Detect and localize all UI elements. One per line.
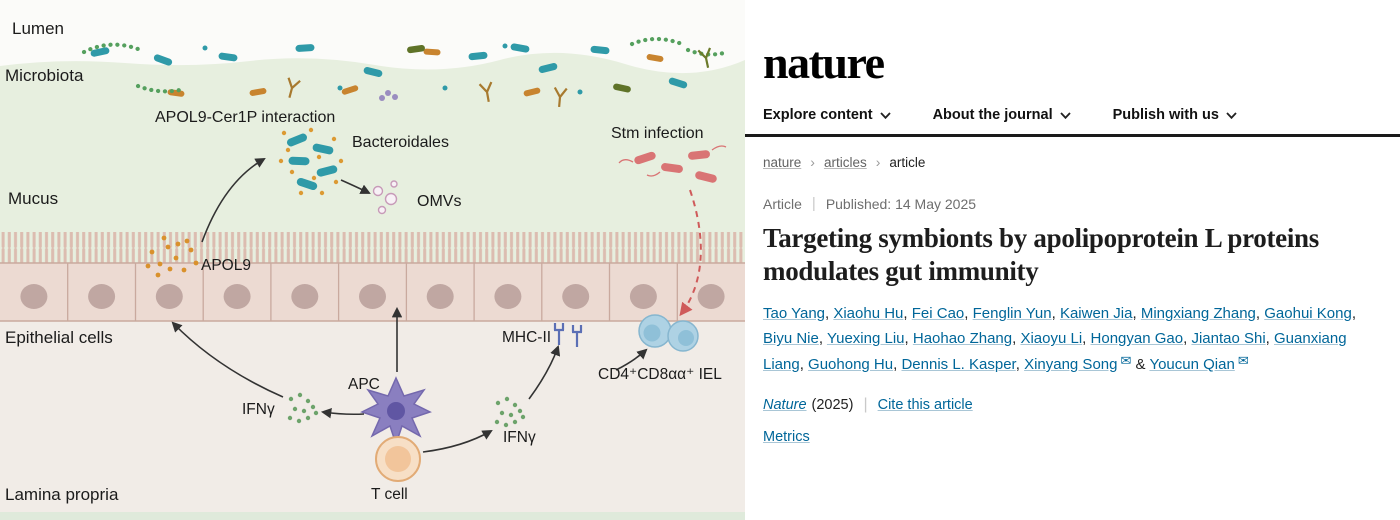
breadcrumb-current: article [889,154,926,170]
author-link[interactable]: Jiantao Shi [1191,330,1266,348]
label-iel: CD4⁺CD8αα⁺ IEL [598,366,722,383]
nav-about-journal-label: About the journal [932,107,1053,123]
label-bacteroidales: Bacteroidales [352,134,449,151]
ifng-cluster-left [287,392,319,424]
breadcrumb-nature[interactable]: nature [763,154,802,170]
stm-infection-arrow [679,189,702,317]
stm-bacteria [618,145,727,183]
meta-separator: | [811,195,816,212]
mucus-region [0,52,745,264]
article-type: Article [763,195,802,212]
apol9-particles [145,235,199,278]
figure-artwork [0,36,745,520]
label-mucus: Mucus [8,189,59,208]
citation-year: (2025) [811,397,854,414]
author-link[interactable]: Haohao Zhang [912,330,1013,348]
citation-separator: | [863,396,868,414]
nature-logo[interactable]: nature [763,37,885,88]
pathway-arrows [171,157,648,453]
nav-divider [745,134,1400,137]
chevron-down-icon [1226,111,1237,119]
email-icon[interactable]: ✉ [1120,352,1132,368]
nav-about-journal[interactable]: About the journal [933,107,1071,123]
author-link[interactable]: Fenglin Yun [972,304,1052,322]
label-ifng-left: IFNγ [242,401,275,418]
label-apol9-cer1p: APOL9-Cer1P interaction [155,109,336,126]
author-link[interactable]: Gaohui Kong [1264,304,1352,322]
published-date: 14 May 2025 [895,195,977,212]
chevron-down-icon [1059,111,1071,119]
article-panel: nature Explore content About the journal… [745,0,1400,520]
nav-publish-with-us-label: Publish with us [1112,107,1219,123]
label-mhc2: MHC-II [502,329,552,346]
main-nav: Explore content About the journal Publis… [763,107,1374,123]
nav-explore-content[interactable]: Explore content [763,107,891,123]
chevron-down-icon [879,111,891,119]
breadcrumb-articles[interactable]: articles [823,154,867,170]
author-link[interactable]: Biyu Nie [763,330,819,348]
author-link[interactable]: Xinyang Song [1024,355,1118,373]
author-link[interactable]: Xiaoyu Li [1020,330,1083,348]
breadcrumb-separator: › [810,154,815,170]
author-link[interactable]: Guohong Hu [808,355,894,373]
author-link[interactable]: Xiaohu Hu [833,304,904,322]
author-link[interactable]: Hongyan Gao [1090,330,1184,348]
microbiota-bacteria [81,36,727,108]
author-link[interactable]: Dennis L. Kasper [901,355,1016,373]
label-epithelial-cells: Epithelial cells [5,328,113,347]
metrics-row: Metrics [763,429,1374,445]
mhc2-icons [553,323,583,347]
metrics-link[interactable]: Metrics [763,429,810,446]
email-icon[interactable]: ✉ [1237,352,1249,368]
author-link[interactable]: Yuexing Liu [826,330,905,348]
author-link[interactable]: Tao Yang [763,304,825,322]
citation-line: Nature (2025) | Cite this article [763,396,1374,414]
epithelial-cell-band [0,262,745,322]
brush-border [0,232,745,263]
author-ampersand: & [1131,355,1150,373]
label-apc: APC [348,376,380,393]
label-lamina-propria: Lamina propria [5,485,119,504]
label-apol9: APOL9 [201,257,251,274]
label-lumen: Lumen [12,19,64,38]
journal-link[interactable]: Nature [763,397,807,414]
ifng-cluster-right [494,396,526,428]
article-title: Targeting symbionts by apolipoprotein L … [763,223,1319,286]
nav-explore-content-label: Explore content [763,107,873,123]
author-link[interactable]: Kaiwen Jia [1059,304,1133,322]
breadcrumb: nature › articles › article [763,154,1374,170]
epithelial-nuclei [20,284,725,309]
bacteroidales-cluster [278,127,344,196]
bottom-strip [0,512,745,520]
label-t-cell: T cell [371,486,408,503]
article-figure: Lumen Microbiota APOL9-Cer1P interaction… [0,19,745,520]
author-link[interactable]: Youcun Qian [1149,355,1235,373]
nav-publish-with-us[interactable]: Publish with us [1113,107,1237,123]
author-link[interactable]: Mingxiang Zhang [1140,304,1256,322]
author-link[interactable]: Guanxiang Liang [763,330,1347,373]
published-label: Published: [825,195,892,212]
t-cell [375,436,421,482]
label-omvs: OMVs [417,193,462,210]
label-microbiota: Microbiota [5,66,84,85]
article-meta: Article | Published: 14 May 2025 [763,195,1374,212]
breadcrumb-separator: › [875,154,881,170]
author-link[interactable]: Fei Cao [911,304,965,322]
label-stm-infection: Stm infection [611,125,704,142]
cite-this-article-link[interactable]: Cite this article [877,397,973,414]
author-list: Tao Yang, Xiaohu Hu, Fei Cao, Fenglin Yu… [763,304,1356,373]
lamina-propria-region [0,321,745,520]
omv-vesicles [372,180,398,215]
label-ifng-right: IFNγ [503,429,536,446]
iel-cells [638,314,699,352]
